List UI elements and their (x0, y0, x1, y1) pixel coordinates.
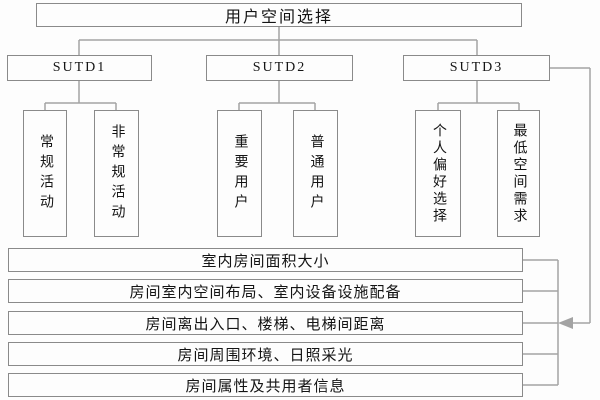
criteria-row-surroundings-daylight: 房间周围环境、日照采光 (8, 342, 523, 366)
criteria-row-attributes-cousers: 房间属性及共用者信息 (8, 373, 523, 397)
branch-node-label: SUTD1 (52, 60, 107, 75)
branch-node-sutd1: SUTD1 (7, 55, 152, 81)
leaf-node-regular-activities: 常规活动 (23, 110, 67, 237)
leaf-node-label: 普通用户 (308, 133, 324, 214)
leaf-node-label: 常规活动 (38, 133, 53, 214)
criteria-row-distance-entrance-stairs-elevator: 房间离出入口、楼梯、电梯间距离 (8, 311, 523, 335)
criteria-row-label: 房间属性及共用者信息 (185, 378, 346, 395)
branch-node-sutd2: SUTD2 (206, 55, 353, 81)
leaf-node-nonregular-activities: 非常规活动 (94, 110, 139, 237)
leaf-node-personal-preference: 个人偏好选择 (415, 110, 461, 237)
leaf-node-label: 重要用户 (232, 133, 248, 214)
leaf-node-label: 个人偏好选择 (431, 122, 446, 225)
criteria-row-layout-facilities: 房间室内空间布局、室内设备设施配备 (8, 279, 523, 303)
leaf-node-label: 非常规活动 (109, 123, 125, 224)
leaf-node-label: 最低空间需求 (511, 122, 527, 225)
root-node-label: 用户空间选择 (224, 9, 333, 26)
criteria-row-label: 房间离出入口、楼梯、电梯间距离 (145, 316, 386, 333)
root-node-user-space-selection: 用户空间选择 (36, 3, 522, 27)
criteria-row-room-area: 室内房间面积大小 (8, 248, 523, 272)
leaf-node-ordinary-users: 普通用户 (293, 110, 338, 237)
criteria-row-label: 房间周围环境、日照采光 (177, 347, 354, 364)
left-arrowhead-icon (558, 317, 573, 329)
criteria-row-label: 房间室内空间布局、室内设备设施配备 (129, 284, 402, 301)
branch-node-sutd3: SUTD3 (403, 55, 550, 81)
leaf-node-minimum-space-demand: 最低空间需求 (497, 110, 540, 237)
criteria-row-label: 室内房间面积大小 (201, 253, 330, 270)
branch-node-label: SUTD3 (449, 60, 504, 75)
branch-node-label: SUTD2 (252, 60, 307, 75)
leaf-node-important-users: 重要用户 (217, 110, 262, 237)
